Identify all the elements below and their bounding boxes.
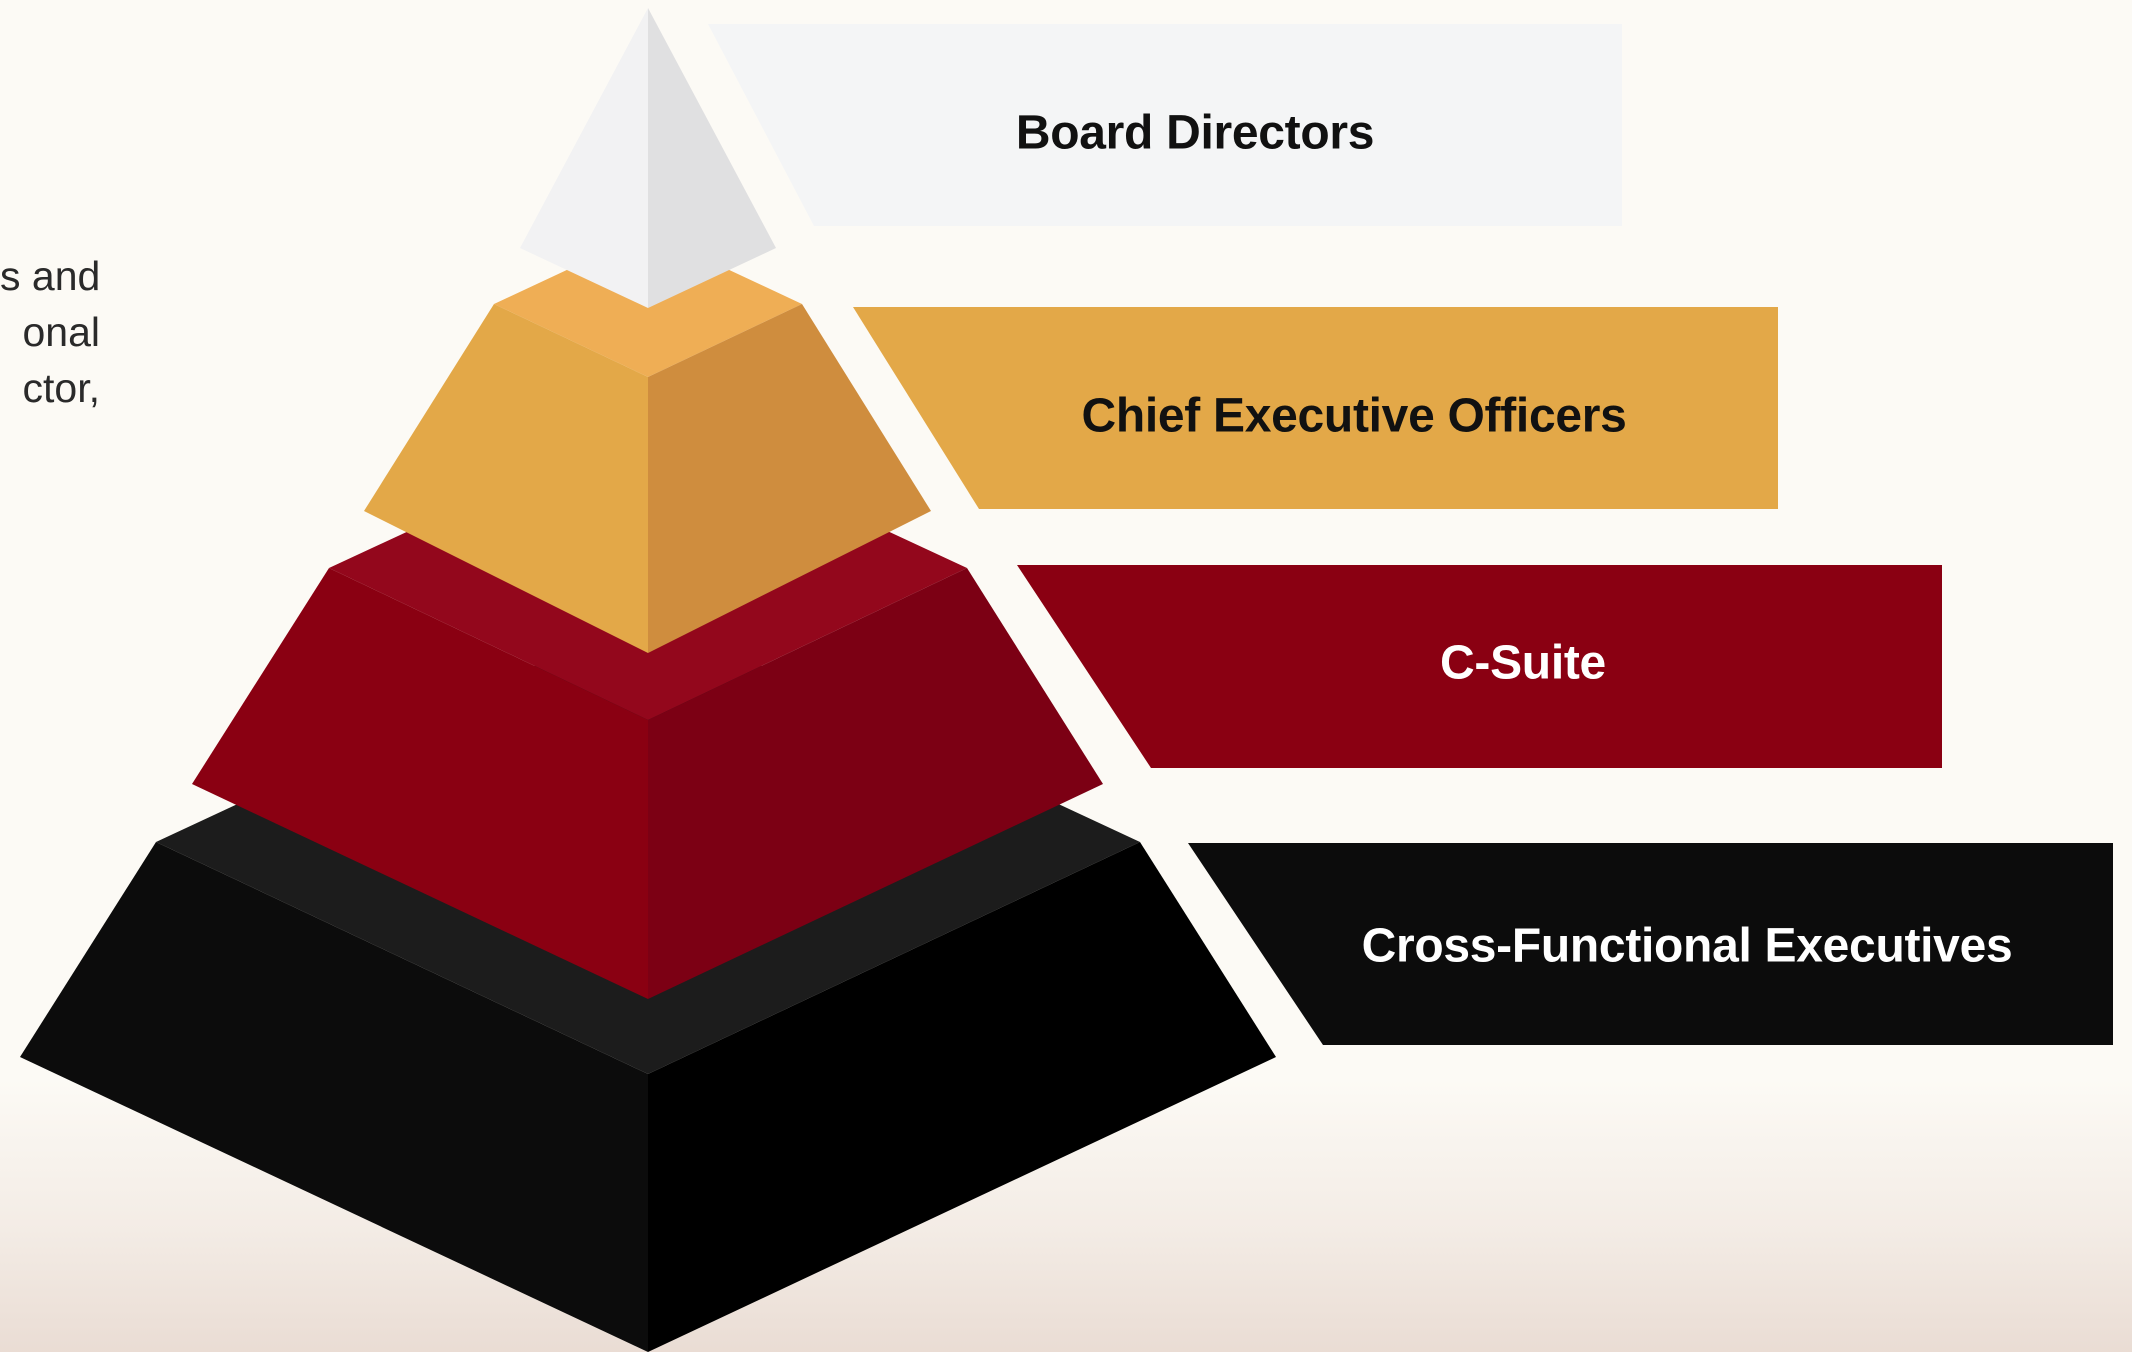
tier-1-left-face — [520, 8, 648, 308]
banner-c-suite — [1017, 565, 1942, 768]
tier-1-right-face — [648, 8, 776, 308]
tier-2-left-face — [364, 304, 648, 653]
tier-label-chief-executive-officers: Chief Executive Officers — [1081, 389, 1627, 443]
tier-2-right-face — [648, 304, 931, 653]
side-text-line: ctor, — [22, 365, 100, 411]
tier-4-left-face — [20, 842, 648, 1352]
tier-4-right-face — [648, 842, 1276, 1352]
tier-label-c-suite: C-Suite — [1440, 636, 1606, 690]
tier-3-right-face — [648, 568, 1103, 999]
tier-label-board-directors: Board Directors — [1015, 106, 1375, 160]
banner-cross-functional-executives — [1188, 843, 2113, 1045]
truncated-side-text: s and onal ctor, — [0, 248, 100, 416]
tier-3-left-face — [192, 568, 648, 999]
banner-chief-executive-officers — [853, 307, 1778, 509]
pyramid-tier-1 — [520, 8, 776, 308]
side-text-line: s and — [0, 253, 100, 299]
side-text-line: onal — [22, 309, 100, 355]
tier-label-cross-functional-executives: Cross-Functional Executives — [1361, 919, 2013, 973]
banner-board-directors — [708, 24, 1622, 226]
